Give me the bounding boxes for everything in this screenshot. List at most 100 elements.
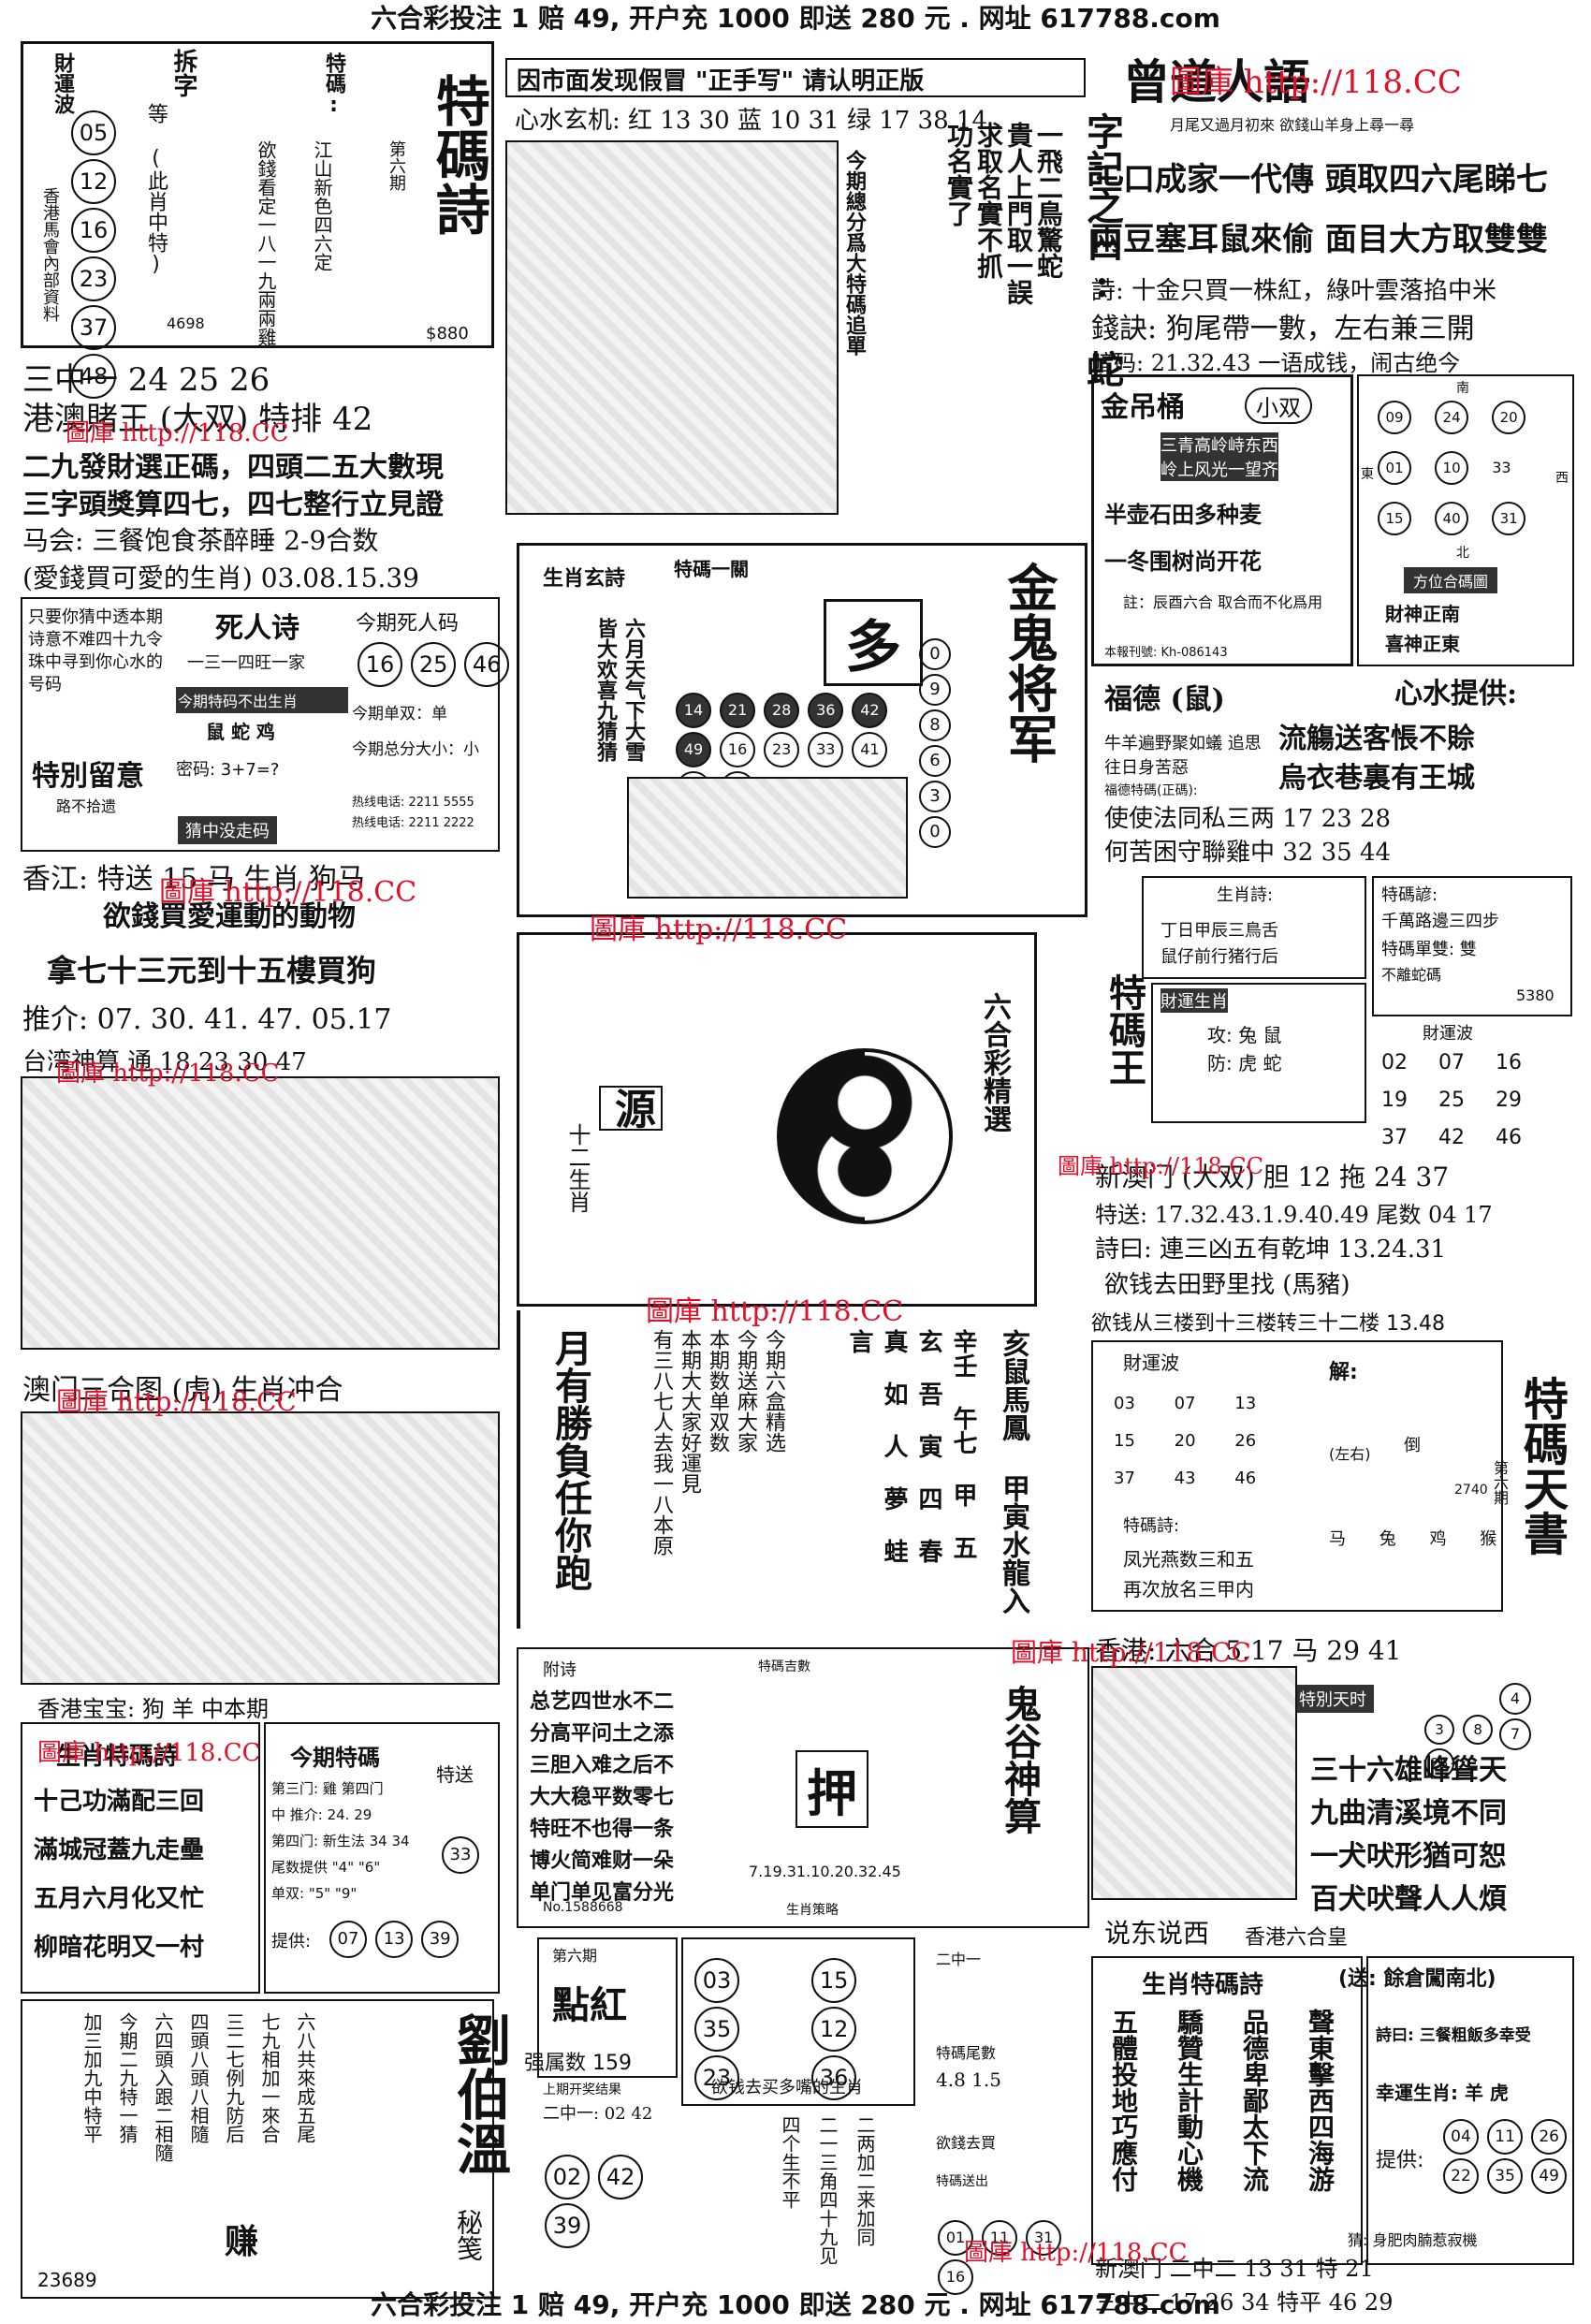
bagua-title: 六合彩精選 bbox=[978, 992, 1011, 1133]
compass-bottom: 15 40 31 bbox=[1376, 500, 1563, 537]
hong-line: 香港: 六合 5.17 马 29 41 bbox=[1095, 1635, 1402, 1666]
zs-col: 五體投地巧應付 bbox=[1108, 2009, 1139, 2192]
hero-number: 02 bbox=[545, 2155, 590, 2200]
bottom-verses-block bbox=[21, 1999, 494, 2299]
watermark: 圖庫 http://118.CC bbox=[56, 1386, 297, 1417]
verse-line-1: 二九發財選正碼，四頭二五大數現 bbox=[22, 451, 444, 484]
xinqi-col: 辛壬 午七 甲 五 玄 吾 寅 四 春 真 如 人 夢 蛙 言 bbox=[845, 1329, 977, 1563]
middle-number: 23 bbox=[694, 2055, 739, 2100]
hotline-1: 热线电话: 2211 5555 bbox=[352, 796, 474, 810]
provide-number: 11 bbox=[1487, 2119, 1524, 2155]
send-number: 33 bbox=[442, 1836, 479, 1874]
joy-god: 喜神正東 bbox=[1385, 633, 1460, 655]
zodiac-xuan-block bbox=[517, 543, 1087, 917]
liu-bowen-sub: 秘笺 bbox=[453, 2209, 484, 2261]
animal: 鸡 bbox=[1429, 1529, 1447, 1549]
count-number: 8 bbox=[919, 709, 951, 741]
dead-poem-line: 一三一四旺一家 bbox=[187, 653, 305, 673]
special-verse-line: 凤光燕数三和五 bbox=[1123, 1548, 1254, 1571]
zi-ji-title: 字記之曰: 蛇 bbox=[1080, 112, 1124, 387]
zhuan-char: 赚 bbox=[225, 2222, 259, 2261]
red-title: 月有勝負任你跑 bbox=[548, 1329, 591, 1591]
compass-number: 09 bbox=[1378, 401, 1411, 434]
watermark: 圖庫 http://118.CC bbox=[964, 2239, 1188, 2267]
wave-number: 48 bbox=[71, 354, 116, 399]
count-number: 6 bbox=[919, 745, 951, 777]
hk-gamble-line: 港澳賭王 (大双) 特排 42 bbox=[22, 401, 373, 438]
middle-number: 03 bbox=[694, 1958, 739, 2003]
provide-numbers: 07 13 39 bbox=[328, 1919, 460, 1960]
zodiac-poem-line: 滿城冠蓋九走壘 bbox=[34, 1836, 205, 1864]
bucket-line: 半壶石田多种麦 bbox=[1104, 502, 1262, 528]
notice-box bbox=[505, 58, 1086, 97]
send-circle-top: 33 bbox=[440, 1834, 481, 1876]
zodiac-poem-box bbox=[1142, 876, 1366, 979]
compass-number: 31 bbox=[1492, 502, 1526, 535]
zodiac-poem-title: 生肖特碼詩 bbox=[56, 1743, 179, 1771]
split-char-title: 拆字 bbox=[169, 49, 197, 97]
scholar-image bbox=[505, 140, 839, 515]
no-tail: 不離蛇碼 bbox=[1381, 966, 1442, 984]
fly-line: 求取名實不抓 bbox=[973, 122, 1004, 279]
watermark: 圖庫 http://118.CC bbox=[37, 1739, 261, 1767]
wave-cell: 26 bbox=[1234, 1431, 1257, 1451]
poem-line: 单门单见富分光 bbox=[530, 1881, 675, 1905]
hid-dragon-col: 亥鼠馬鳳 甲寅水龍入 bbox=[997, 1329, 1029, 1615]
small-double: 小双 bbox=[1245, 387, 1312, 424]
fu-num: 福德特碼(正碼): bbox=[1104, 783, 1198, 798]
push-line: 推介: 07. 30. 41. 47. 05.17 bbox=[22, 1003, 392, 1036]
watermark: 圖庫 http://118.CC bbox=[1170, 64, 1462, 101]
zodiac-special-title: 生肖特碼詩 bbox=[1142, 1971, 1264, 1999]
today-line: 第四门: 新生法 34 34 bbox=[271, 1833, 410, 1849]
middle-number: 36 bbox=[811, 2055, 857, 2100]
date-line: 7.19.31.10.20.32.45 bbox=[749, 1863, 901, 1880]
wave-number: 37 bbox=[71, 305, 116, 350]
dead-intro: 只要你猜中透本期诗意不难四十九令珠中寻到你心水的号码 bbox=[28, 607, 163, 694]
right-line: 一犬吠形猶可恕 bbox=[1310, 1840, 1507, 1873]
code-4698: 4698 bbox=[167, 314, 205, 332]
wave-num: 29 bbox=[1496, 1089, 1522, 1112]
bottom-verse: 加三加九中特平 bbox=[80, 2012, 103, 2143]
special-care: 特別留意 bbox=[32, 760, 144, 793]
small-circle: 4 bbox=[1499, 1683, 1531, 1715]
dir-title: 方位合碼圖 bbox=[1404, 567, 1498, 593]
talk-animals: 马 兔 鸡 猴 bbox=[1329, 1526, 1497, 1550]
fude-title: 福德 (鼠) bbox=[1104, 683, 1225, 716]
bottom-number: 31 bbox=[1026, 2220, 1062, 2256]
hotline-2: 热线电话: 2211 2222 bbox=[352, 816, 474, 830]
send-number: 07 bbox=[329, 1921, 367, 1958]
gold-bucket-block bbox=[1091, 374, 1353, 666]
wave-num: 02 bbox=[1381, 1051, 1408, 1074]
bottom-verse: 六八共來成五尾 bbox=[294, 2012, 316, 2143]
line-1: 三口成家一代傳 頭取四六尾睇七 bbox=[1091, 161, 1548, 198]
watermark: 圖庫 http://118.CC bbox=[646, 1295, 904, 1328]
poem-line: 博火简难财一朵 bbox=[530, 1849, 675, 1873]
top-banner: 六合彩投注 1 赔 49, 开户充 1000 即送 280 元 . 网址 617… bbox=[371, 3, 1220, 34]
num-5380: 5380 bbox=[1516, 987, 1555, 1004]
wave-cell: 03 bbox=[1114, 1394, 1135, 1413]
special-num-val: 4.8 1.5 bbox=[936, 2068, 1001, 2091]
zs-col: 品德卑鄙太下流 bbox=[1239, 2009, 1270, 2192]
old-man-image bbox=[21, 1411, 500, 1685]
last-result-title: 上期开奖结果 bbox=[543, 2083, 621, 2097]
send-number: 39 bbox=[421, 1921, 460, 1958]
animal: 猴 bbox=[1480, 1529, 1497, 1549]
animal: 兔 bbox=[1379, 1529, 1396, 1549]
special-verse-line: 再次放名三甲内 bbox=[1123, 1578, 1254, 1600]
lucky-title: 特碼吉數 bbox=[758, 1659, 810, 1674]
dead-poem-title: 死人诗 bbox=[215, 612, 299, 645]
special-one-title: 特碼一關 bbox=[674, 558, 749, 580]
poem-line: 三胆入难之后不 bbox=[530, 1754, 675, 1777]
fly-line: 貴人上門取一誤 bbox=[1003, 122, 1034, 305]
right-line: 百犬吠聲人人煩 bbox=[1310, 1883, 1507, 1916]
provide-number: 22 bbox=[1443, 2158, 1479, 2194]
dead-code-title: 今期死人码 bbox=[356, 612, 460, 636]
dead-code: 46 bbox=[464, 642, 510, 687]
desire-floor: 欲钱从三楼到十三楼转三十二楼 13.48 bbox=[1091, 1312, 1445, 1336]
wave-cell: 37 bbox=[1114, 1469, 1135, 1488]
zodiac-poem-line: 十己功滿配三回 bbox=[34, 1788, 205, 1816]
issue6: 第六期 bbox=[552, 1947, 598, 1965]
compass-number: 20 bbox=[1492, 401, 1526, 434]
jinjia-title: 金鬼将军 bbox=[999, 562, 1058, 764]
watermark: 圖庫 http://118.CC bbox=[66, 419, 289, 447]
